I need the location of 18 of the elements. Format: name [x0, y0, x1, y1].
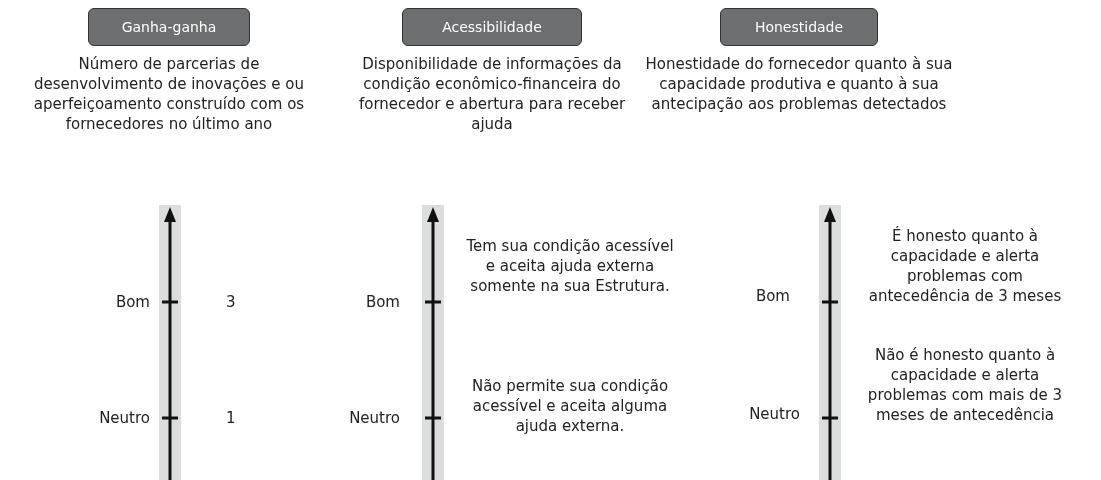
scale-level: Neutro: [748, 404, 800, 424]
description-text: Honestidade do fornecedor quanto à sua capacidade produtiva e quanto à sua antecipação aos problemas detectados: [644, 54, 954, 114]
scale-value: 1: [226, 408, 237, 428]
scale-level: Bom: [754, 286, 790, 306]
scale-value: 3: [226, 292, 237, 312]
scale-level: Neutro: [348, 408, 400, 428]
header-box: Ganha-ganha: [88, 8, 250, 46]
header-box: Honestidade: [720, 8, 878, 46]
level-description: Tem sua condição acessível e aceita ajuda externa somente na sua Estrutura.: [465, 236, 675, 296]
scale-level: Neutro: [98, 408, 150, 428]
level-description: Não é honesto quanto à capacidade e alerta problemas com mais de 3 meses de antecedência: [866, 345, 1064, 425]
level-description: Não permite sua condição acessível e aceita alguma ajuda externa.: [470, 376, 670, 436]
scale-level: Bom: [364, 292, 400, 312]
scale-level: Bom: [114, 292, 150, 312]
description-text: Disponibilidade de informações da condição econômico-financeira do fornecedor e abertura para receber ajuda: [357, 54, 627, 134]
level-description: É honesto quanto à capacidade e alerta problemas com antecedência de 3 meses: [867, 226, 1063, 306]
description-text: Número de parcerias de desenvolvimento de inovações e ou aperfeiçoamento construído com os fornecedores no último ano: [32, 54, 306, 134]
header-box: Acessibilidade: [402, 8, 582, 46]
